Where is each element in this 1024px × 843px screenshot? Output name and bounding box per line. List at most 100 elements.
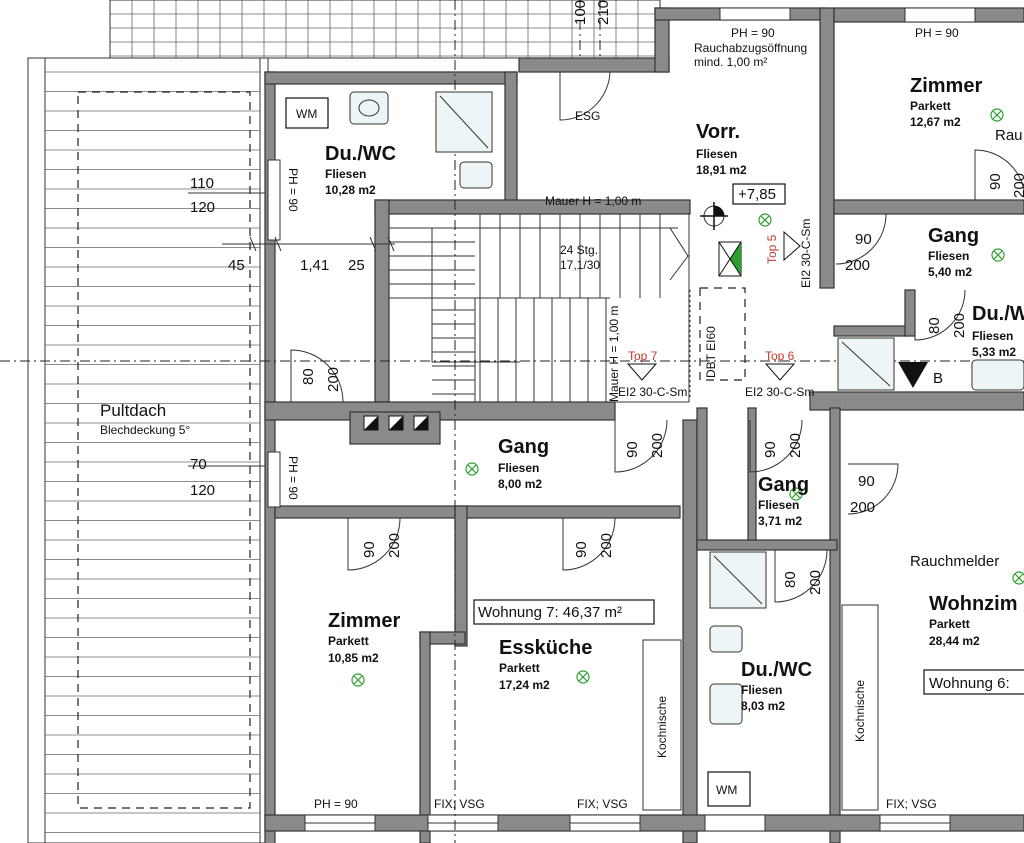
dim-door-90-g: 90 — [987, 173, 1004, 190]
terrace-grid — [109, 0, 661, 59]
room-floor-gang-small: Fliesen — [758, 498, 799, 512]
room-floor-du-wc-2: Fliesen — [741, 683, 782, 697]
roof-label: Pultdach — [100, 401, 166, 420]
ph90-label-top: PH = 90 — [731, 26, 775, 40]
wm-label-1: WM — [296, 107, 317, 121]
dim-door-80-b: 80 — [782, 571, 799, 588]
dim-door-200-h: 200 — [807, 570, 824, 595]
room-area-gang-mid: 8,00 m2 — [498, 477, 542, 491]
dim-top-100: 100 — [572, 0, 589, 25]
dim-door-200-c: 200 — [325, 367, 342, 392]
room-area-du-wc-2: 8,03 m2 — [741, 699, 785, 713]
door-swings — [290, 71, 1024, 603]
dim-door-200-a: 200 — [845, 257, 870, 274]
dim-door-90-c: 90 — [624, 441, 641, 458]
room-area-du-w-right: 5,33 m2 — [972, 345, 1016, 359]
dim-25: 25 — [348, 257, 365, 274]
smoke-detector-label: Rauchmelder — [910, 553, 999, 570]
room-floor-zimmer-bottom: Parkett — [328, 634, 369, 648]
esg-label: ESG — [575, 109, 600, 123]
roof-covering-label: Blechdeckung 5° — [100, 423, 190, 437]
dim-door-80-c: 80 — [926, 317, 943, 334]
dim-door-200-g: 200 — [598, 533, 615, 558]
room-floor-wohnzimmer: Parkett — [929, 617, 970, 631]
room-name-du-w-right: Du./W — [972, 303, 1024, 325]
top6-label: Top 6 — [765, 349, 795, 363]
lamps — [351, 108, 1024, 687]
room-name-du-wc-2: Du./WC — [741, 659, 812, 681]
apartment-6-label: Wohnung 6: — [929, 675, 1010, 692]
dim-door-200-f: 200 — [386, 533, 403, 558]
fixed-glass-label-3: FIX; VSG — [886, 797, 937, 811]
dim-door-200-i: 200 — [951, 313, 968, 338]
dim-141: 1,41 — [300, 257, 329, 274]
room-floor-zimmer-top: Parkett — [910, 99, 951, 113]
dim-door-90-b: 90 — [858, 473, 875, 490]
room-area-wohnzimmer: 28,44 m2 — [929, 634, 980, 648]
windows — [267, 7, 976, 832]
dbt-label: DBT EI60 — [704, 326, 718, 378]
symbols — [626, 202, 928, 388]
dim-top-210: 210 — [595, 0, 612, 25]
stairs-ratio: 17,1/30 — [560, 258, 600, 272]
fixed-glass-label-2: FIX; VSG — [577, 797, 628, 811]
walls — [264, 7, 1024, 843]
dim-70: 70 — [190, 456, 207, 473]
dim-45: 45 — [228, 257, 245, 274]
dim-door-90-d: 90 — [762, 441, 779, 458]
room-name-zimmer-top: Zimmer — [910, 75, 982, 97]
room-area-zimmer-top: 12,67 m2 — [910, 115, 961, 129]
rauchabzug-line-1: Rauchabzugsöffnung — [694, 41, 807, 55]
ph90-vertical-1: PH = 90 — [286, 168, 300, 212]
section-marker-b: B — [933, 370, 943, 387]
stairs-count: 24 Stg. — [560, 243, 598, 257]
dim-120-a: 120 — [190, 199, 215, 216]
door-rating-top5: EI2 30-C-Sm — [799, 219, 813, 288]
mauer-height-vertical: Mauer H = 1,00 m — [607, 306, 621, 402]
dim-door-200-e: 200 — [787, 433, 804, 458]
room-name-du-wc-1: Du./WC — [325, 143, 396, 165]
dim-door-90-a: 90 — [855, 231, 872, 248]
level-box — [732, 183, 786, 205]
dim-door-90-f: 90 — [573, 541, 590, 558]
room-floor-vorr: Fliesen — [696, 147, 737, 161]
room-floor-du-wc-1: Fliesen — [325, 167, 366, 181]
kitchenette-label-1: Kochnische — [655, 696, 669, 758]
top7-label: Top 7 — [628, 349, 658, 363]
apartment-7-box — [473, 599, 655, 625]
rau-label: Rau — [995, 127, 1023, 144]
room-area-esskueche: 17,24 m2 — [499, 678, 550, 692]
apartment-7-label: Wohnung 7: 46,37 m² — [478, 604, 622, 621]
fixed-glass-label-1: FIX; VSG — [434, 797, 485, 811]
room-area-zimmer-bottom: 10,85 m2 — [328, 651, 379, 665]
dim-110: 110 — [190, 175, 214, 192]
fixtures — [285, 91, 1024, 811]
room-area-vorr: 18,91 m2 — [696, 163, 747, 177]
top5-label: Top 5 — [765, 234, 779, 264]
room-area-gang-small: 3,71 m2 — [758, 514, 802, 528]
dimension-lines — [188, 192, 395, 467]
dim-door-90-e: 90 — [361, 541, 378, 558]
room-name-esskueche: Essküche — [499, 637, 592, 659]
ph90-label-bottom: PH = 90 — [314, 797, 358, 811]
ph90-vertical-2: PH = 90 — [286, 456, 300, 500]
room-floor-gang-right: Fliesen — [928, 249, 969, 263]
room-name-zimmer-bottom: Zimmer — [328, 610, 400, 632]
room-floor-esskueche: Parkett — [499, 661, 540, 675]
room-floor-gang-mid: Fliesen — [498, 461, 539, 475]
wm-label-2: WM — [716, 783, 737, 797]
room-name-wohnzimmer: Wohnzim — [929, 593, 1018, 615]
vent-shafts — [363, 415, 429, 431]
mauer-height-label: Mauer H = 1,00 m — [545, 194, 641, 208]
room-area-du-wc-1: 10,28 m2 — [325, 183, 376, 197]
dim-door-200-d: 200 — [649, 433, 666, 458]
level-value: +7,85 — [738, 186, 776, 203]
staircase — [388, 213, 690, 403]
room-name-gang-right: Gang — [928, 225, 979, 247]
roof-area — [27, 57, 269, 843]
ph90-label-top-right: PH = 90 — [915, 26, 959, 40]
door-rating-top6: EI2 30-C-Sm — [745, 385, 814, 399]
dim-120-b: 120 — [190, 482, 215, 499]
room-name-gang-small: Gang — [758, 474, 809, 496]
